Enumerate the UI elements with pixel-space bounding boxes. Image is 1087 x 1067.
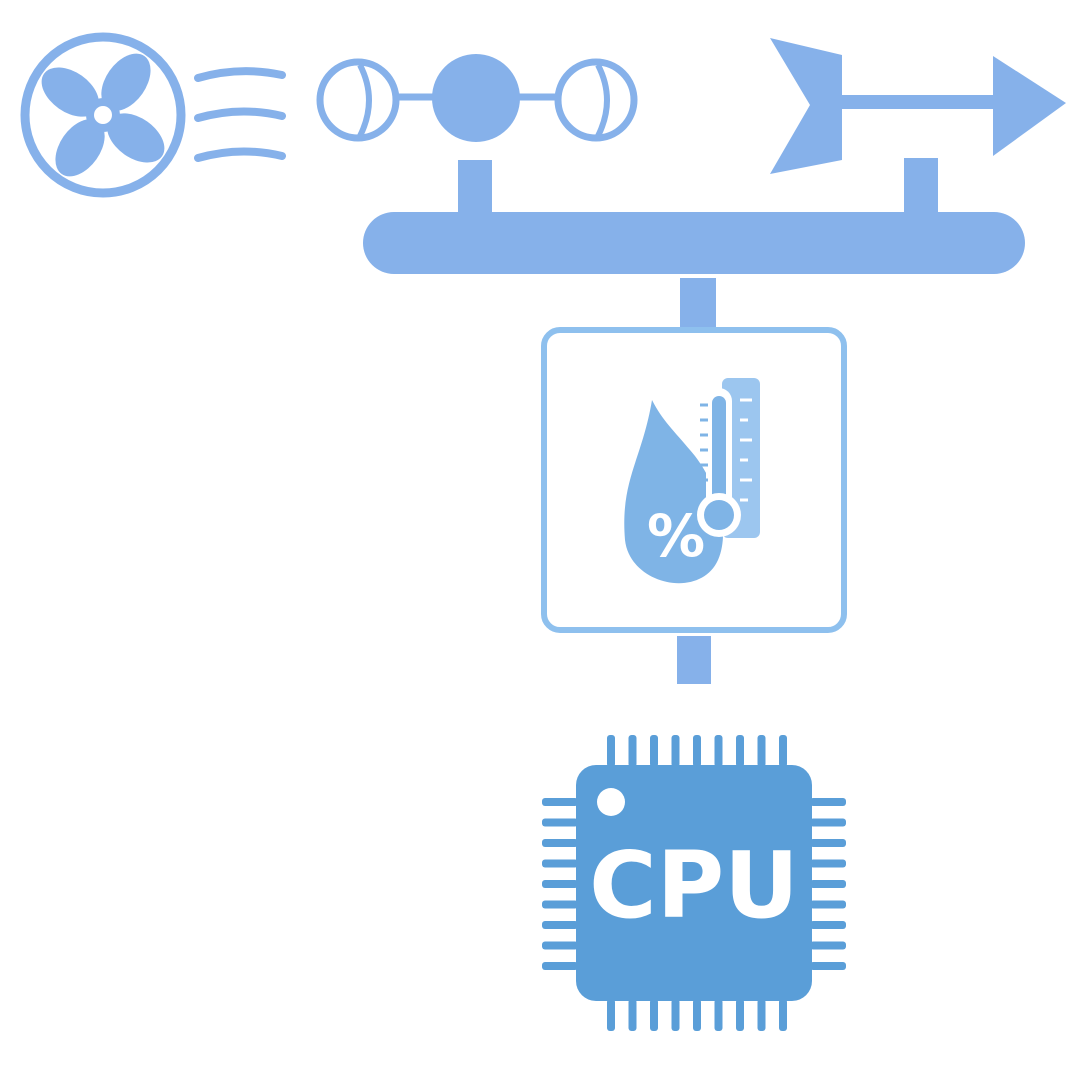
cpu-pin <box>693 999 701 1031</box>
mast-crossbar <box>363 158 1025 328</box>
cpu-pin <box>607 735 615 767</box>
humidity-temperature-sensor-icon: % <box>541 327 847 633</box>
cpu-pin <box>810 941 846 950</box>
cpu-pin <box>671 735 680 767</box>
cpu-pin <box>650 735 658 767</box>
cpu-pin <box>714 735 723 767</box>
cpu-pin <box>542 880 578 888</box>
cpu-pin <box>810 818 846 827</box>
wind-vane-arrow-icon <box>770 38 1066 174</box>
sensor-cpu-connector <box>677 636 711 684</box>
fan-icon <box>20 32 186 198</box>
cpu-pin <box>542 941 578 950</box>
cpu-pin <box>607 999 615 1031</box>
humidity-percent-symbol: % <box>647 502 705 570</box>
wind-lines-icon <box>194 67 286 162</box>
cpu-pin <box>736 999 744 1031</box>
cpu-pin <box>650 999 658 1031</box>
cpu-pin <box>542 839 578 847</box>
cpu-pin <box>810 798 846 806</box>
cpu-pin <box>714 999 723 1031</box>
cpu-chip-icon: CPU <box>542 735 846 1031</box>
cpu-pin <box>810 859 846 868</box>
cpu-pin <box>779 999 787 1031</box>
cpu-pin <box>810 962 846 970</box>
cpu-pin <box>628 999 637 1031</box>
cpu-pin <box>542 859 578 868</box>
cpu-label: CPU <box>589 832 799 939</box>
cpu-pin <box>628 735 637 767</box>
cpu-pin <box>810 880 846 888</box>
cpu-pin <box>542 900 578 909</box>
cpu-pin <box>736 735 744 767</box>
anemometer-icon <box>316 54 638 142</box>
cpu-pin <box>757 999 766 1031</box>
cpu-pin <box>542 962 578 970</box>
cpu-pin <box>542 921 578 929</box>
cpu-pin <box>810 921 846 929</box>
cpu-pin <box>757 735 766 767</box>
cpu-pin <box>542 818 578 827</box>
cpu-pin <box>810 900 846 909</box>
cpu-pin <box>542 798 578 806</box>
cpu-pin <box>671 999 680 1031</box>
cpu-pin <box>810 839 846 847</box>
cpu-pin <box>779 735 787 767</box>
cpu-pin <box>693 735 701 767</box>
